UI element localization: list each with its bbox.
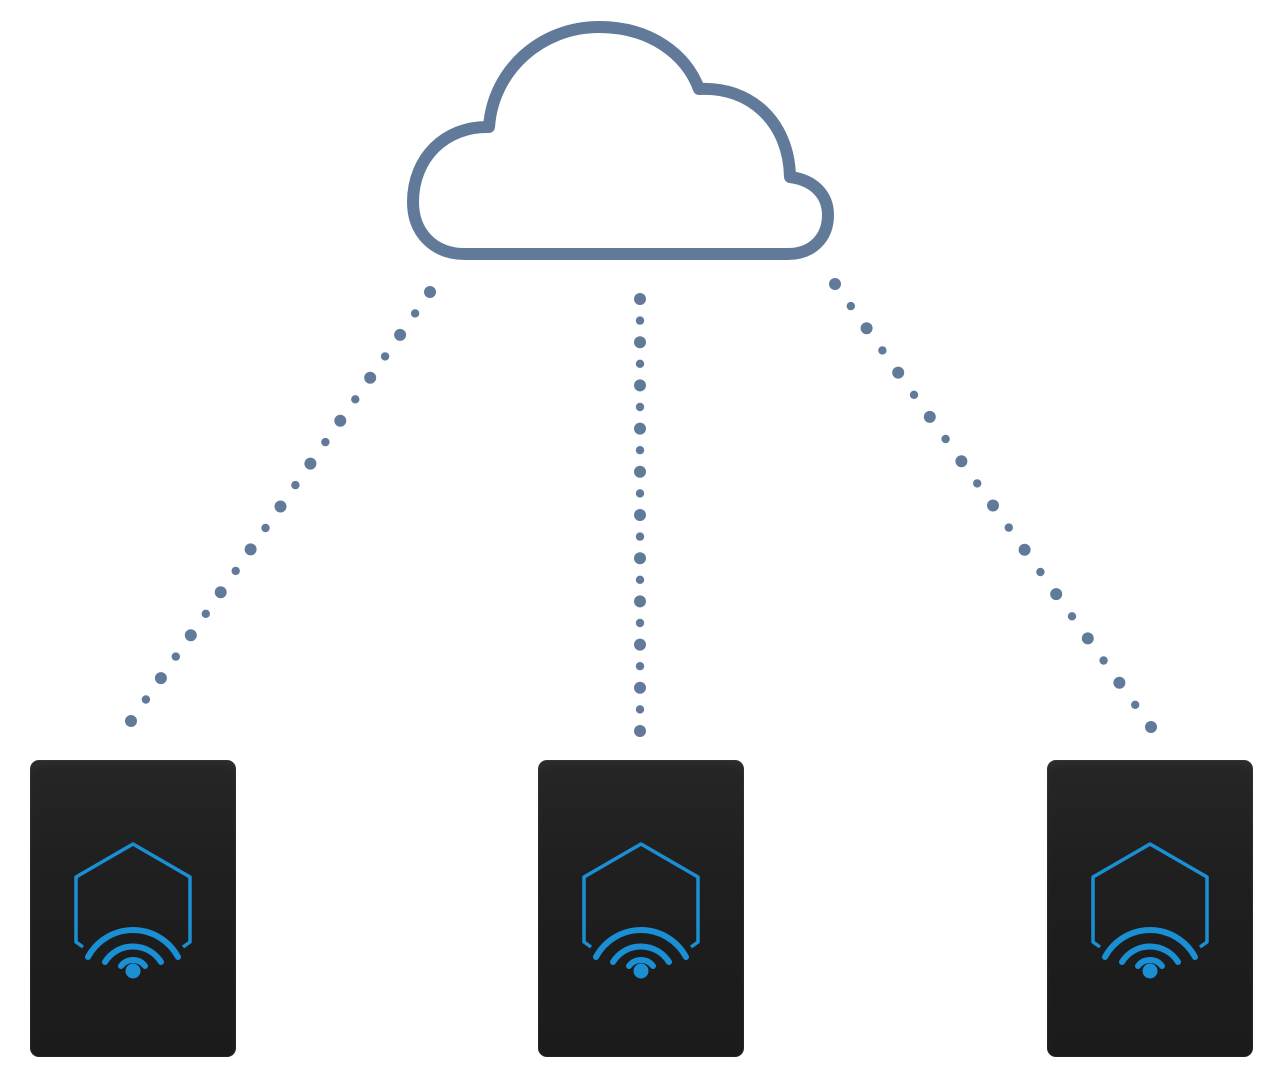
- connector-dot: [635, 402, 645, 412]
- connector-dot: [304, 457, 317, 470]
- connector-dot: [634, 681, 646, 694]
- connector-dot: [1145, 721, 1157, 733]
- connector-dot: [125, 715, 137, 727]
- device-center: [538, 760, 744, 1057]
- connector-dot: [141, 695, 151, 704]
- connector-dot: [231, 566, 240, 576]
- connector-dot: [1067, 612, 1077, 621]
- connector-dot: [291, 480, 300, 490]
- connector-dot: [410, 309, 420, 318]
- connector-dot: [274, 500, 287, 513]
- connector-dot: [321, 437, 330, 447]
- hexagon-wireless-icon: [1091, 842, 1209, 979]
- connector-dot: [171, 652, 180, 661]
- hexagon-wireless-icon: [74, 842, 192, 979]
- connector-dot: [634, 379, 646, 392]
- connector-dot: [635, 662, 645, 671]
- connector-dot: [987, 499, 999, 512]
- connector-dot: [244, 543, 257, 556]
- hexagon-wireless-icon: [582, 842, 700, 979]
- connector-dot: [892, 366, 905, 379]
- connector-dot: [909, 390, 919, 399]
- connector-dot: [635, 359, 645, 368]
- connector-dot: [634, 638, 646, 651]
- connector-dot: [634, 595, 646, 608]
- connector-dot: [364, 371, 377, 384]
- device-left: [30, 760, 236, 1057]
- connector-dot: [394, 328, 407, 341]
- connector-dot: [635, 446, 645, 455]
- connector-dot: [829, 278, 841, 290]
- connector-dot: [214, 586, 227, 599]
- connector-dot: [1081, 632, 1094, 645]
- connector-dot: [154, 672, 167, 685]
- connector-dot: [424, 286, 436, 298]
- connector-dot: [634, 725, 646, 737]
- connector-dot: [380, 352, 390, 361]
- dotted-connector-center: [634, 293, 646, 737]
- connector-dot: [860, 322, 873, 335]
- connector-dot: [201, 609, 210, 618]
- connector-dot: [351, 395, 360, 404]
- connector-dot: [634, 293, 646, 305]
- connector-dot: [635, 575, 645, 584]
- dotted-connector-right: [829, 278, 1157, 733]
- dotted-connector-left: [125, 286, 436, 727]
- connector-dot: [334, 414, 347, 427]
- connector-dot: [261, 523, 270, 533]
- connector-dot: [846, 301, 855, 311]
- connector-dot: [1036, 567, 1045, 577]
- connector-dot: [923, 410, 936, 423]
- connector-dot: [1113, 676, 1126, 689]
- connector-dot: [635, 532, 645, 541]
- connector-dot: [634, 509, 646, 521]
- connector-dot: [941, 434, 950, 444]
- connector-dot: [184, 629, 197, 642]
- connector-dot: [955, 455, 968, 468]
- cloud-icon: [407, 21, 834, 260]
- connector-dot: [1018, 543, 1031, 556]
- connector-dot: [634, 336, 646, 349]
- connector-dot: [634, 465, 646, 478]
- connector-dot: [878, 346, 887, 355]
- connector-dot: [1131, 700, 1140, 709]
- connector-dot: [635, 316, 645, 325]
- connector-dot: [635, 489, 645, 498]
- connector-dot: [635, 705, 645, 714]
- connector-dot: [1004, 523, 1013, 532]
- connector-dot: [973, 479, 982, 488]
- connector-dot: [635, 618, 645, 628]
- connector-dot: [1050, 588, 1063, 601]
- connector-dot: [634, 422, 646, 435]
- connector-dot: [1099, 656, 1108, 665]
- device-right: [1047, 760, 1253, 1057]
- connector-dot: [634, 552, 646, 565]
